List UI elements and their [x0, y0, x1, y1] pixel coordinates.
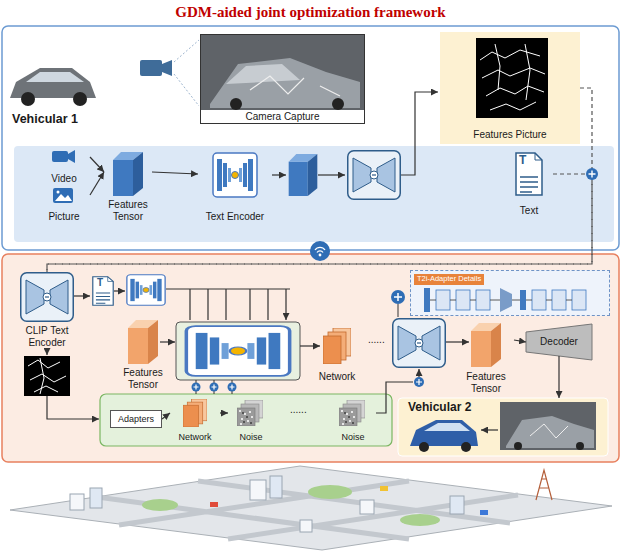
unet-symbol	[186, 326, 289, 376]
tensor-cube	[128, 320, 158, 364]
node-label: Network	[170, 432, 220, 442]
vehicle-panel-ground	[398, 398, 608, 456]
video-symbol	[52, 150, 75, 163]
tensor-cube	[113, 152, 143, 196]
document-symbol	[93, 277, 113, 306]
unet-symbol	[213, 153, 257, 197]
document-symbol	[516, 153, 542, 195]
connector	[514, 340, 526, 342]
crash-photo	[201, 35, 364, 110]
connector	[90, 157, 104, 172]
encoder-symbol	[348, 151, 401, 200]
connector	[47, 174, 592, 272]
network-stack: Network	[310, 326, 364, 382]
node-label: T2i-Adapter Details	[414, 274, 484, 285]
unet-frame	[176, 322, 300, 380]
feature-panel-ground	[440, 32, 580, 144]
plus-symbol	[586, 168, 598, 180]
node-label: Decoder	[526, 336, 592, 348]
decoder-shape	[526, 324, 592, 360]
wireless-symbol	[310, 241, 330, 261]
node-label: Text	[505, 205, 553, 217]
connector	[152, 172, 198, 174]
adapter-box: Adapters	[110, 410, 162, 428]
icon-letter: T	[97, 277, 103, 289]
network-stack	[183, 399, 207, 427]
noise-symbol	[339, 400, 365, 426]
plus-symbol	[414, 377, 424, 387]
connector	[90, 172, 104, 195]
node-label: CLIP Text Encoder	[14, 325, 80, 348]
connector	[220, 412, 228, 413]
adapter-inset: T2i-Adapter Details	[410, 270, 610, 316]
vehicle-name: Vehicular 1	[12, 112, 78, 126]
node-label: Network	[310, 371, 364, 383]
tensor-cube: Features Tensor	[458, 322, 514, 394]
connector	[47, 88, 592, 272]
text-doc: Text	[505, 150, 553, 216]
node-label: Features Tensor	[116, 367, 170, 390]
flow-arrows	[272, 92, 438, 175]
top-panel	[2, 26, 619, 250]
unet-symbol	[127, 275, 165, 306]
adapter-band	[100, 394, 392, 446]
node-label: Text Encoder	[198, 211, 272, 223]
noise-image: Noise	[228, 398, 274, 442]
node-label: Noise	[330, 432, 376, 442]
noise-symbol	[237, 400, 263, 426]
node-label: Noise	[228, 432, 274, 442]
tensor-cube: Features Tensor	[104, 150, 152, 222]
generated-photo	[500, 402, 596, 450]
process-band	[14, 146, 614, 242]
node-label: Features Tensor	[104, 199, 152, 222]
vehicle-panel: Vehicular 2	[398, 398, 608, 456]
network-stack: Network	[170, 398, 220, 442]
photo-box: Camera Capture	[200, 34, 365, 124]
tensor-cube: Features Tensor	[116, 318, 170, 390]
plus-symbol	[391, 290, 405, 317]
node-label: Video	[38, 173, 90, 185]
noise-image: Noise	[330, 398, 376, 442]
diagram-title: GDM-aided joint optimization framework	[0, 4, 621, 21]
input-icon: Picture	[38, 186, 90, 222]
bottom-panel	[2, 254, 619, 462]
adapter-schematic	[424, 288, 586, 312]
feature-map	[476, 38, 548, 118]
decoder-block: Decoder	[526, 328, 592, 356]
clip-encoder: CLIP Text Encoder	[14, 272, 80, 348]
encoder-symbol	[393, 319, 446, 368]
vehicle-1	[10, 68, 96, 106]
node-label: Picture	[38, 211, 90, 223]
node-label: Vehicular 2	[408, 401, 598, 415]
connector	[558, 356, 559, 398]
network-stack	[323, 328, 351, 364]
input-icon: Video	[38, 148, 90, 184]
vehicle-2	[410, 420, 478, 452]
tensor-cube	[471, 323, 501, 367]
camera-symbol	[140, 40, 199, 106]
icon-letter: T	[519, 154, 526, 168]
plus-symbol	[589, 171, 596, 178]
city-illustration	[10, 466, 612, 550]
node-label: Camera Capture	[201, 110, 364, 124]
picture-symbol	[53, 188, 73, 203]
tensor-cube	[289, 154, 318, 196]
feature-panel: Features Picture	[440, 32, 580, 144]
encoder-block: Text Encoder	[198, 150, 272, 222]
encoder-symbol	[21, 273, 74, 322]
ellipsis-mark: ......	[368, 334, 385, 346]
ellipsis-mark: ......	[290, 404, 307, 416]
plus-row	[192, 380, 237, 394]
node-label: Features Picture	[440, 129, 580, 141]
node-label: Adapters	[111, 414, 161, 424]
node-label: Features Tensor	[458, 371, 514, 394]
connector	[162, 413, 170, 419]
feature-map	[24, 356, 70, 396]
inset-ground	[410, 270, 610, 316]
